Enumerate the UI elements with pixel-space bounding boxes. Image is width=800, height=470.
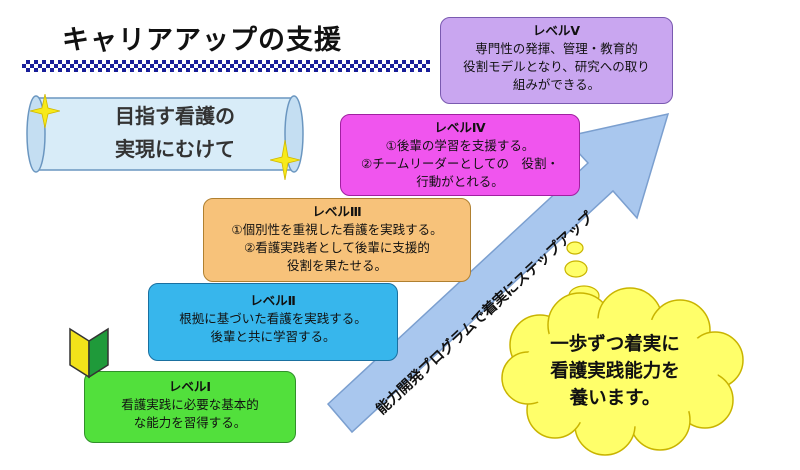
level-3-text: 役割を果たせる。 xyxy=(286,258,387,273)
level-2-text: 後輩と共に学習する。 xyxy=(210,329,336,344)
cloud-line-3: 養います。 xyxy=(569,388,661,409)
level-3-title: レベルⅢ xyxy=(312,204,362,219)
level-5-title: レベルⅤ xyxy=(532,23,581,38)
level-5-box: レベルⅤ 専門性の発揮、管理・教育的 役割モデルとなり、研究への取り 組みができ… xyxy=(440,17,673,104)
checkered-divider xyxy=(22,60,430,72)
level-4-text: ②チームリーダーとしての 役割・ xyxy=(361,156,559,171)
scroll-line-2: 実現にむけて xyxy=(115,137,235,161)
level-4-text: ①後輩の学習を支援する。 xyxy=(385,138,535,153)
level-1-text: 看護実践に必要な基本的 xyxy=(121,397,259,412)
sparkle-icon xyxy=(270,140,300,180)
level-4-title: レベルⅣ xyxy=(434,120,486,135)
page-title: キャリアアップの支援 xyxy=(62,25,342,56)
level-4-box: レベルⅣ ①後輩の学習を支援する。 ②チームリーダーとしての 役割・ 行動がとれ… xyxy=(340,114,580,196)
level-1-title: レベルⅠ xyxy=(168,379,212,394)
beginner-mark-icon xyxy=(69,327,109,379)
scroll-text: 目指す看護の 実現にむけて xyxy=(60,100,290,166)
level-2-title: レベルⅡ xyxy=(250,293,296,308)
level-4-text: 行動がとれる。 xyxy=(416,174,504,189)
cloud-line-1: 一歩ずつ着実に xyxy=(550,334,680,355)
level-3-box: レベルⅢ ①個別性を重視した看護を実践する。 ②看護実践者として後輩に支援的 役… xyxy=(203,198,471,282)
level-2-box: レベルⅡ 根拠に基づいた看護を実践する。 後輩と共に学習する。 xyxy=(148,283,398,361)
scroll-banner xyxy=(26,95,304,173)
level-3-text: ①個別性を重視した看護を実践する。 xyxy=(231,222,443,237)
cloud-text: 一歩ずつ着実に 看護実践能力を 養います。 xyxy=(510,331,720,412)
level-1-box: レベルⅠ 看護実践に必要な基本的 な能力を習得する。 xyxy=(84,371,296,443)
level-5-text: 役割モデルとなり、研究への取り xyxy=(463,59,650,74)
level-5-text: 専門性の発揮、管理・教育的 xyxy=(475,41,638,56)
level-2-text: 根拠に基づいた看護を実践する。 xyxy=(179,311,367,326)
sparkle-icon xyxy=(30,94,60,128)
cloud-line-2: 看護実践能力を xyxy=(550,361,680,382)
level-5-text: 組みができる。 xyxy=(512,77,601,92)
level-1-text: な能力を習得する。 xyxy=(133,415,247,430)
scroll-line-1: 目指す看護の xyxy=(115,104,235,128)
level-3-text: ②看護実践者として後輩に支援的 xyxy=(244,240,430,255)
